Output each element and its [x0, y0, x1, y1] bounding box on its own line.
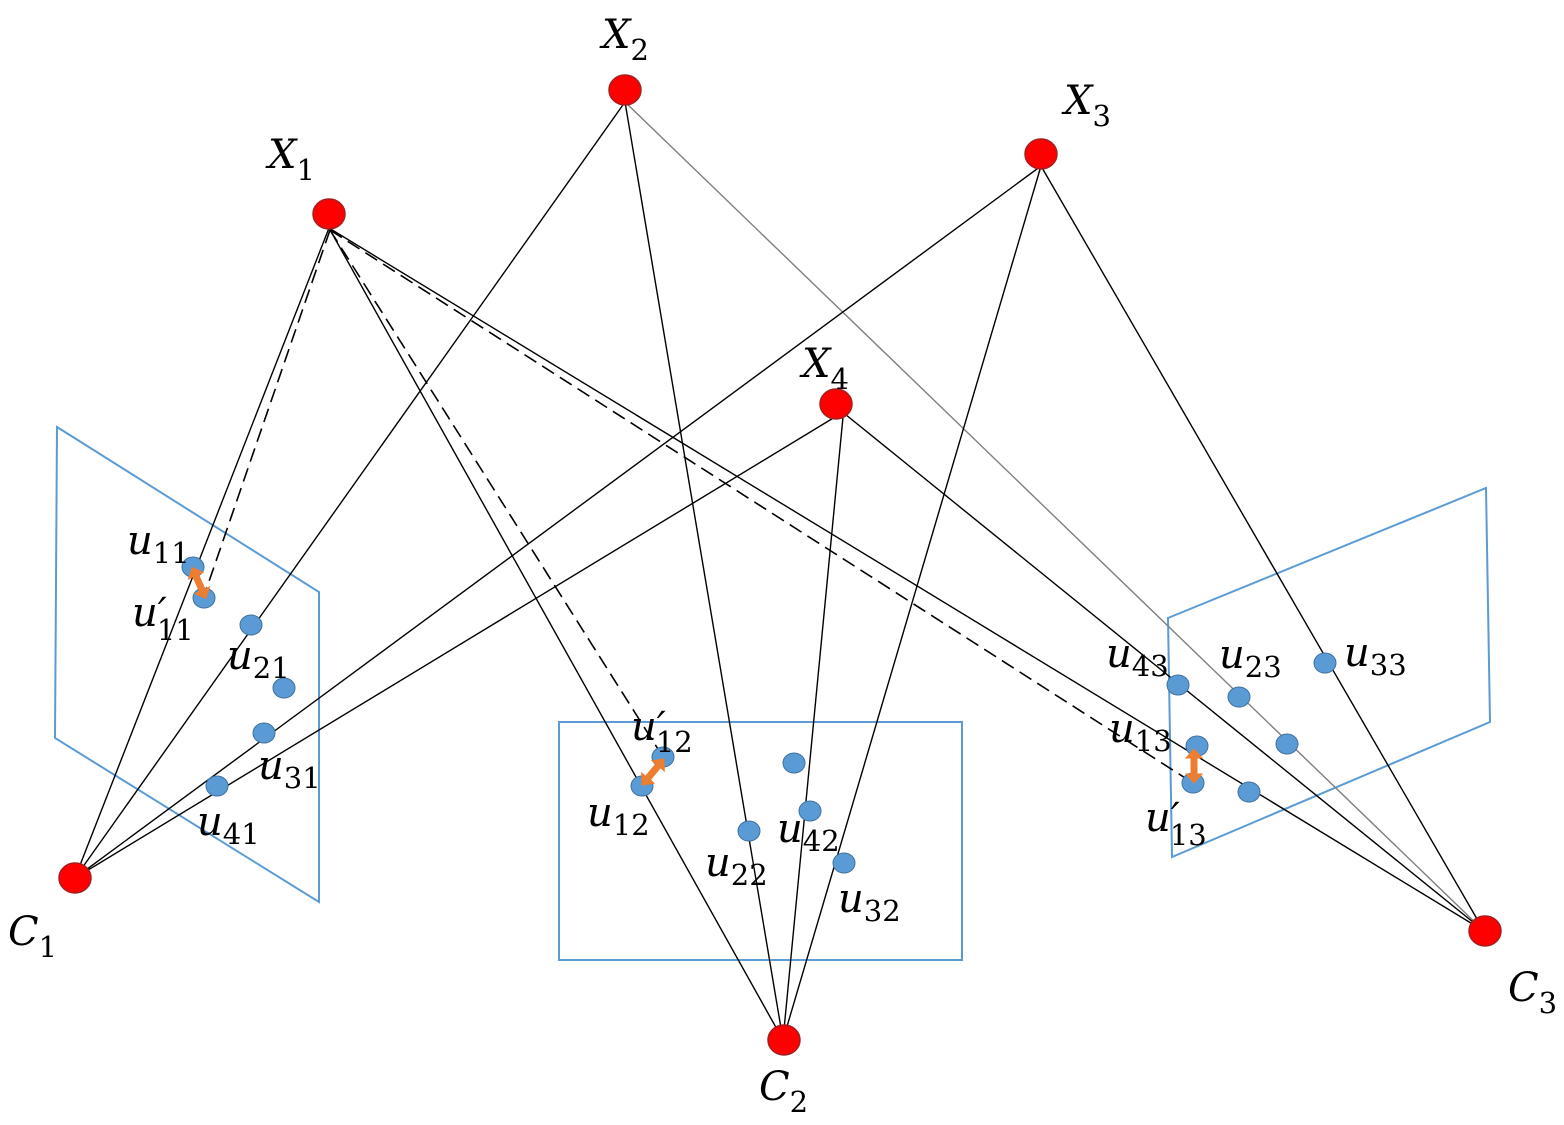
error-arrow-view2 — [641, 758, 665, 786]
ray-x4-c1 — [74, 416, 836, 879]
point-u32 — [832, 852, 856, 874]
ray-x2-c3 — [624, 101, 1485, 932]
label-u33: u33 — [1344, 630, 1407, 682]
point-x4 — [819, 388, 853, 420]
point-u22 — [737, 820, 761, 842]
ray-x3-c3 — [1040, 165, 1485, 932]
label-u12p: u′12 — [631, 704, 693, 759]
label-x2: X2 — [599, 12, 649, 67]
point-view3-extra-2 — [1237, 781, 1261, 803]
label-c2: C2 — [759, 1064, 808, 1119]
label-x4: X4 — [799, 341, 849, 396]
ray-x4-c2 — [782, 416, 844, 1041]
label-u11p: u′11 — [132, 590, 194, 647]
label-x1: X1 — [265, 132, 315, 187]
label-u31: u31 — [258, 743, 321, 795]
point-x2 — [608, 74, 642, 106]
label-u21: u21 — [227, 633, 290, 685]
label-u41: u41 — [197, 799, 260, 851]
camera-c3 — [1468, 915, 1502, 947]
ray-x1-c2 — [328, 227, 784, 1041]
image-plane-c1 — [53, 425, 320, 904]
label-u23: u23 — [1219, 632, 1282, 684]
label-u11: u11 — [127, 518, 190, 570]
ray-x3-c1 — [74, 165, 1042, 879]
label-u13p: u′13 — [1145, 795, 1207, 852]
ray-x1-u12p-dashed — [329, 229, 664, 758]
point-u41 — [205, 775, 229, 797]
point-u33 — [1313, 652, 1337, 674]
label-u42: u42 — [777, 806, 840, 858]
label-c3: C3 — [1508, 965, 1557, 1020]
ray-x1-u11p-dashed — [203, 229, 331, 597]
point-x1 — [312, 198, 346, 230]
point-u43 — [1166, 674, 1190, 696]
ray-x1-c3 — [328, 227, 1485, 932]
ray-x2-c1 — [74, 101, 626, 879]
error-arrow-view1 — [187, 566, 211, 600]
error-arrow-view3 — [1184, 748, 1204, 784]
image-plane-c2 — [558, 721, 963, 961]
point-u42 — [798, 800, 822, 822]
point-u31 — [252, 722, 276, 744]
point-u21-extra — [272, 677, 296, 699]
label-u13: u13 — [1109, 706, 1172, 758]
camera-c1 — [58, 862, 92, 894]
label-u22: u22 — [705, 840, 768, 892]
label-u12: u12 — [587, 790, 650, 842]
point-view2-extra — [782, 752, 806, 774]
point-view3-extra — [1275, 733, 1299, 755]
ray-x3-c2 — [782, 165, 1042, 1041]
ray-x4-c3 — [839, 409, 1485, 932]
ray-x2-c2 — [624, 101, 784, 1041]
label-x3: X3 — [1061, 78, 1111, 133]
label-c1: C1 — [8, 909, 57, 964]
point-u21 — [239, 614, 263, 636]
ray-x1-c1 — [74, 227, 330, 879]
ray-x1-u13p-dashed — [329, 229, 1194, 784]
label-u43: u43 — [1106, 631, 1169, 683]
label-u32: u32 — [838, 876, 901, 928]
point-x3 — [1024, 138, 1058, 170]
image-plane-c3 — [1166, 486, 1492, 859]
point-u23 — [1227, 686, 1251, 708]
camera-c2 — [767, 1024, 801, 1056]
